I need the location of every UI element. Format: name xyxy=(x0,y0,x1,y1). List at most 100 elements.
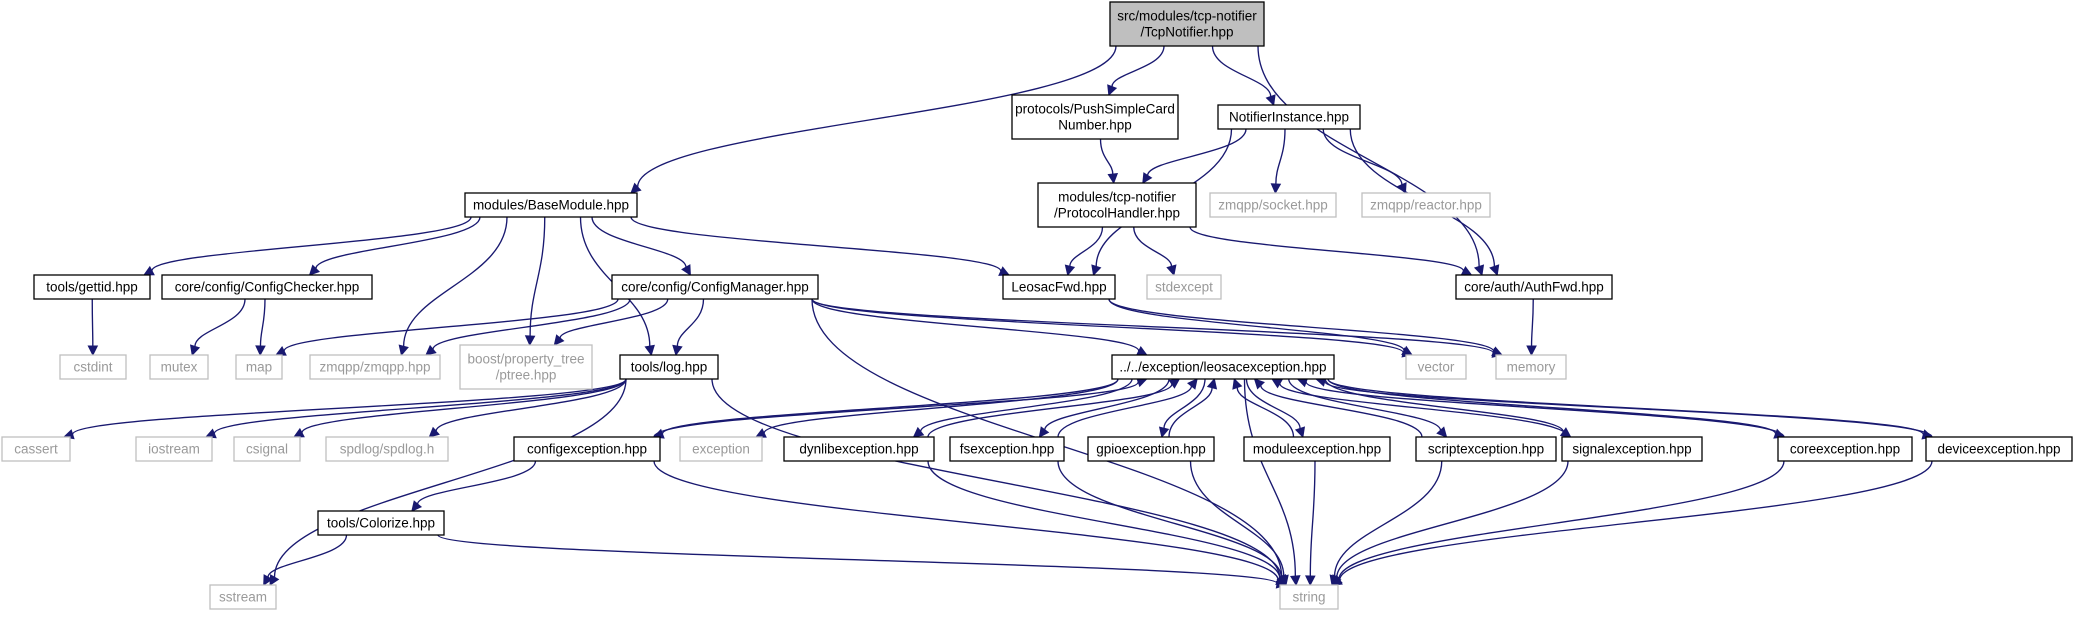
node-gettid[interactable]: tools/gettid.hpp xyxy=(33,274,151,300)
node-label: iostream xyxy=(148,442,200,457)
node-box xyxy=(309,354,441,380)
node-label: tools/Colorize.hpp xyxy=(327,516,435,531)
node-box xyxy=(1,436,71,462)
edge-arrowhead xyxy=(425,344,437,356)
node-label: modules/BaseModule.hpp xyxy=(473,198,629,213)
edge-configexception-to-colorize xyxy=(411,460,537,512)
node-notifierinstance[interactable]: NotifierInstance.hpp xyxy=(1217,104,1361,130)
edge-line xyxy=(1044,378,1170,431)
edge-arrowhead xyxy=(1158,426,1170,439)
edge-arrowhead xyxy=(1265,94,1276,107)
node-box xyxy=(135,436,213,462)
edge-arrowhead xyxy=(1166,264,1177,277)
node-label: configexception.hpp xyxy=(527,442,647,457)
node-log[interactable]: tools/log.hpp xyxy=(619,354,719,380)
node-basemodule[interactable]: modules/BaseModule.hpp xyxy=(464,192,638,218)
edge-dynlibexception-to-string xyxy=(927,460,1287,586)
node-box xyxy=(1002,274,1116,300)
node-box xyxy=(149,354,209,380)
node-deviceexception[interactable]: deviceexception.hpp xyxy=(1925,436,2073,462)
edge-arrowhead xyxy=(1206,377,1218,390)
node-label: dynlibexception.hpp xyxy=(799,442,918,457)
node-box xyxy=(1011,94,1179,140)
node-leosacexception[interactable]: ../../exception/leosacexception.hpp xyxy=(1111,354,1335,380)
node-box xyxy=(161,274,373,300)
edge-colorize-to-sstream xyxy=(263,534,348,586)
edge-colorize-to-string xyxy=(437,534,1288,589)
node-box xyxy=(325,436,449,462)
edge-arrowhead xyxy=(1270,183,1282,195)
node-authfwd[interactable]: core/auth/AuthFwd.hpp xyxy=(1455,274,1613,300)
edge-line xyxy=(91,298,94,347)
edge-line xyxy=(267,534,348,578)
edge-leosacexception-to-coreexception xyxy=(1327,378,1786,439)
node-gpioexception[interactable]: gpioexception.hpp xyxy=(1087,436,1215,462)
edge-line xyxy=(591,216,687,268)
edge-notifierinstance-to-zmqreactor xyxy=(1322,128,1407,195)
node-scriptexception[interactable]: scriptexception.hpp xyxy=(1415,436,1557,462)
edge-configmanager-to-log xyxy=(672,298,705,357)
node-box xyxy=(1455,274,1613,300)
node-box xyxy=(1925,436,2073,462)
edge-line xyxy=(1189,460,1285,577)
edge-configmanager-to-leosacexception xyxy=(811,298,1148,356)
node-zmqreactor: zmqpp/reactor.hpp xyxy=(1361,192,1491,218)
node-tcpnotifier[interactable]: src/modules/tcp-notifier/TcpNotifier.hpp xyxy=(1109,1,1265,47)
edge-leosacexception-to-signalexception xyxy=(1324,378,1572,438)
edge-line xyxy=(1108,298,1405,351)
edge-line xyxy=(1133,226,1173,267)
edge-line xyxy=(1327,378,1925,436)
edge-fsexception-to-leosacexception xyxy=(1057,378,1198,438)
edge-line xyxy=(653,381,1139,438)
node-box xyxy=(1087,436,1215,462)
node-signalexception[interactable]: signalexception.hpp xyxy=(1561,436,1703,462)
edge-line xyxy=(1257,45,1480,267)
node-exception: exception xyxy=(679,436,763,462)
edge-arrowhead xyxy=(189,344,201,357)
node-configmanager[interactable]: core/config/ConfigManager.hpp xyxy=(611,274,819,300)
edge-arrowhead xyxy=(1559,427,1572,438)
edge-arrowhead xyxy=(1038,426,1050,438)
edge-line xyxy=(194,298,246,347)
node-box xyxy=(1405,354,1467,380)
edge-line xyxy=(661,378,1119,435)
edge-configchecker-to-mutex xyxy=(189,298,246,357)
node-coreexception[interactable]: coreexception.hpp xyxy=(1777,436,1913,462)
node-protocolhandler[interactable]: modules/tcp-notifier/ProtocolHandler.hpp xyxy=(1037,182,1197,228)
edge-line xyxy=(435,378,627,432)
edge-arrowhead xyxy=(255,345,266,357)
node-label: protocols/PushSimpleCard xyxy=(1015,102,1175,117)
edge-arrowhead xyxy=(1473,264,1485,277)
edge-line xyxy=(653,460,1279,581)
edge-leosacexception-to-dynlibexception xyxy=(912,378,1133,438)
edge-basemodule-to-zmqpp xyxy=(398,216,508,357)
node-label: cassert xyxy=(14,442,58,457)
node-box xyxy=(1111,354,1335,380)
edge-arrowhead xyxy=(411,500,423,512)
node-box xyxy=(233,436,301,462)
edge-line xyxy=(711,378,1281,579)
edge-line xyxy=(1530,298,1534,347)
node-box xyxy=(619,354,719,380)
edge-line xyxy=(927,383,1173,438)
edge-configmanager-to-ptree xyxy=(553,298,669,346)
node-configexception[interactable]: configexception.hpp xyxy=(513,436,661,462)
node-leosacfwd[interactable]: LeosacFwd.hpp xyxy=(1002,274,1116,300)
edge-leosacexception-to-scriptexception xyxy=(1288,378,1448,438)
node-fsexception[interactable]: fsexception.hpp xyxy=(949,436,1065,462)
node-configchecker[interactable]: core/config/ConfigChecker.hpp xyxy=(161,274,373,300)
node-moduleexception[interactable]: moduleexception.hpp xyxy=(1243,436,1391,462)
edge-line xyxy=(1057,385,1193,438)
edge-leosacexception-to-string xyxy=(1243,378,1301,587)
edge-moduleexception-to-leosacexception xyxy=(1232,377,1295,438)
node-box xyxy=(209,584,277,610)
node-box xyxy=(1361,192,1491,218)
node-dynlibexception[interactable]: dynlibexception.hpp xyxy=(783,436,935,462)
edge-tcpnotifier-to-basemodule xyxy=(630,45,1117,194)
node-label: /ProtocolHandler.hpp xyxy=(1054,206,1180,221)
node-box xyxy=(949,436,1065,462)
edge-line xyxy=(1338,460,1933,581)
node-colorize[interactable]: tools/Colorize.hpp xyxy=(317,510,445,536)
